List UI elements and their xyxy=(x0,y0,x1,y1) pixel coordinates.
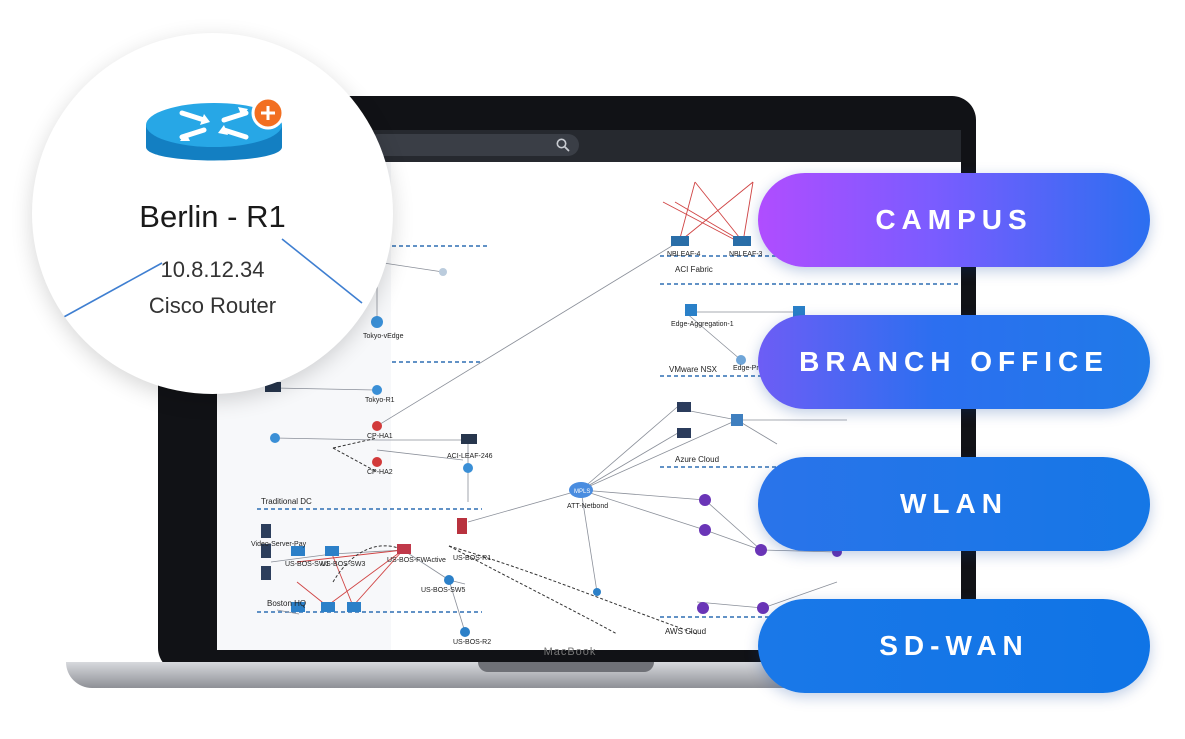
label-aws-cloud: AWS Cloud xyxy=(665,627,706,636)
network-nodes[interactable] xyxy=(261,236,842,637)
router-icon xyxy=(146,96,285,161)
campus-label: CAMPUS xyxy=(875,204,1033,235)
vpn-gateway-icon xyxy=(697,602,709,614)
branch-office-button[interactable]: BRANCH OFFICE xyxy=(758,315,1150,409)
server-icon xyxy=(261,524,271,538)
label-edge-aggregation: Edge-Aggregation-1 xyxy=(671,321,734,328)
switch-icon xyxy=(461,434,477,444)
label-mpls: MPLS xyxy=(574,489,590,495)
switch-icon xyxy=(291,602,305,612)
router-icon xyxy=(593,588,601,596)
sd-wan-label: SD-WAN xyxy=(879,630,1029,661)
vpn-gateway-icon xyxy=(757,602,769,614)
router-icon xyxy=(460,627,470,637)
label-cp-ha2: CP-HA2 xyxy=(367,469,393,476)
switch-icon xyxy=(397,544,411,554)
label-aci-fabric: ACI Fabric xyxy=(675,265,713,274)
device-type: Cisco Router xyxy=(148,293,277,318)
switch-icon xyxy=(291,546,305,556)
router-icon xyxy=(372,385,382,395)
switch-icon xyxy=(677,428,691,438)
map-labels: ACI Fabric VMware NSX Azure Cloud AWS Cl… xyxy=(251,251,767,646)
switch-icon xyxy=(347,602,361,612)
device-name: Berlin - R1 xyxy=(139,199,286,234)
switch-icon xyxy=(321,602,335,612)
firewall-icon xyxy=(457,518,467,534)
sd-wan-button[interactable]: SD-WAN xyxy=(758,599,1150,693)
wlan-label: WLAN xyxy=(900,488,1008,519)
search-icon xyxy=(556,138,570,152)
label-traditional-dc: Traditional DC xyxy=(261,497,312,506)
switch-icon xyxy=(325,546,339,556)
callout-lines xyxy=(61,238,363,319)
device-card[interactable]: Berlin - R1 10.8.12.34 Cisco Router xyxy=(32,33,393,394)
vpn-gateway-icon xyxy=(755,544,767,556)
vpn-gateway-icon xyxy=(699,494,711,506)
label-us-bos-sw1: US-BOS-SW1 xyxy=(285,561,329,568)
router-icon xyxy=(371,316,383,328)
label-us-bos-r2: US-BOS-R2 xyxy=(453,639,491,646)
label-video-server: Video-Server-Pay xyxy=(251,541,307,548)
label-us-bos-sw5: US-BOS-SW5 xyxy=(421,587,465,594)
label-nbleaf4: NBLEAF-4 xyxy=(667,251,701,258)
vpn-gateway-icon xyxy=(699,524,711,536)
router-icon xyxy=(444,575,454,585)
switch-icon xyxy=(685,304,697,316)
redundant-links xyxy=(296,181,754,607)
label-nbleaf3: NBLEAF-3 xyxy=(729,251,763,258)
router-icon xyxy=(439,268,447,276)
label-vmware-nsx: VMware NSX xyxy=(669,365,718,374)
label-us-bos-fwactive: US-BOS-FWActive xyxy=(387,557,446,564)
cloud-icon xyxy=(569,482,593,498)
switch-icon xyxy=(671,236,689,246)
laptop-notch xyxy=(478,662,654,672)
network-links xyxy=(270,240,847,633)
device-ip: 10.8.12.34 xyxy=(160,257,265,282)
label-cp-ha1: CP-HA1 xyxy=(367,433,393,440)
router-icon xyxy=(463,463,473,473)
search-input[interactable] xyxy=(367,134,579,156)
firewall-icon xyxy=(372,421,382,431)
switch-icon xyxy=(731,414,743,426)
campus-button[interactable]: CAMPUS xyxy=(758,173,1150,267)
switch-icon xyxy=(733,236,751,246)
label-tokyo-edge: Tokyo-vEdge xyxy=(363,333,404,340)
server-icon xyxy=(261,566,271,580)
firewall-icon xyxy=(372,457,382,467)
switch-icon xyxy=(265,382,281,392)
zone-dividers xyxy=(257,245,961,618)
network-map[interactable]: ACI Fabric VMware NSX Azure Cloud AWS Cl… xyxy=(217,162,961,650)
router-icon xyxy=(270,433,280,443)
router-icon xyxy=(736,355,746,365)
tunnel-links xyxy=(332,437,698,635)
label-us-bos-r1: US-BOS-R1 xyxy=(453,555,491,562)
switch-icon xyxy=(677,402,691,412)
label-us-bos-sw3: US-BOS-SW3 xyxy=(321,561,365,568)
label-boston-hq: Boston HQ xyxy=(267,599,306,608)
label-aci-leaf: ACI-LEAF-246 xyxy=(447,453,493,460)
laptop-brand: MacBook xyxy=(543,646,597,658)
branch-office-label: BRANCH OFFICE xyxy=(799,346,1109,377)
server-icon xyxy=(261,544,271,558)
label-tokyo-r1: Tokyo-R1 xyxy=(365,397,395,404)
label-edge-prod: Edge-Prod xyxy=(733,365,767,372)
wlan-button[interactable]: WLAN xyxy=(758,457,1150,551)
label-azure-cloud: Azure Cloud xyxy=(675,455,719,464)
label-att-netbond: ATT-Netbond xyxy=(567,503,608,510)
